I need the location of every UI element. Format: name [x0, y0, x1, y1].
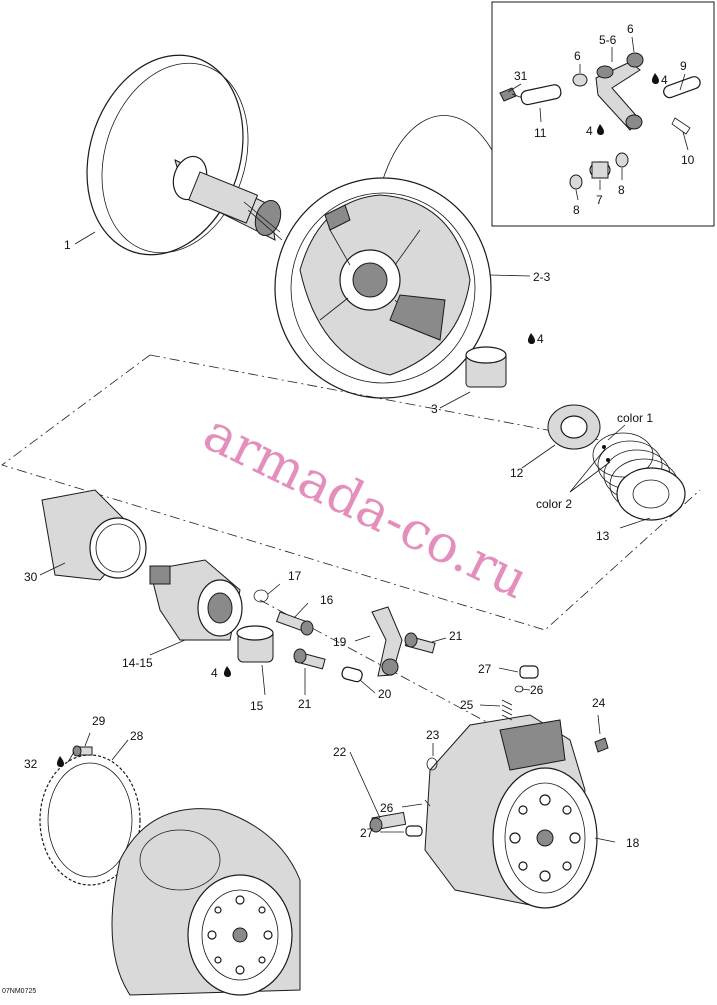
callout-11: 11 — [534, 126, 547, 140]
callout-17: 17 — [288, 569, 302, 583]
nut-24 — [594, 737, 609, 753]
screw-21a — [404, 632, 436, 654]
oil-drop-icon — [651, 73, 659, 85]
leader-lines — [39, 36, 689, 843]
spring-seat-12 — [547, 404, 601, 450]
callout-color-2: color 2 — [536, 497, 572, 511]
pin-20 — [341, 666, 363, 683]
bushing-3 — [465, 346, 507, 388]
movable-sheave-cover — [274, 177, 492, 399]
callout-20: 20 — [378, 687, 392, 701]
callout-29: 29 — [92, 714, 106, 728]
callout-8a: 8 — [618, 183, 625, 197]
callout-18: 18 — [626, 836, 640, 850]
roller-19 — [371, 606, 403, 677]
callout-15: 15 — [250, 699, 264, 713]
callout-21a: 21 — [449, 629, 463, 643]
callout-26a: 26 — [530, 683, 544, 697]
spring-25 — [501, 699, 513, 721]
bolt-22 — [369, 811, 407, 833]
bolt-31 — [499, 87, 517, 102]
inset-parts — [499, 52, 701, 190]
callout-23: 23 — [426, 728, 440, 742]
callout-9: 9 — [680, 59, 687, 73]
callout-labels: 1 2-3 3 4 4 4 4 5-6 6 6 7 8 8 9 10 11 12… — [24, 22, 695, 850]
diagram-code: 07NM0725 — [2, 988, 36, 995]
callout-4b: 4 — [211, 666, 218, 680]
callout-5-6: 5-6 — [599, 33, 617, 47]
callout-19: 19 — [333, 635, 347, 649]
pin-27b — [405, 825, 423, 837]
callout-color-1: color 1 — [617, 411, 653, 425]
pin-11 — [520, 84, 562, 106]
oil-drop-icon — [596, 124, 604, 136]
lubricant-drop-icons — [56, 73, 659, 768]
bolt-16 — [275, 611, 314, 636]
callout-3: 3 — [431, 402, 438, 416]
oil-drop-icon — [56, 756, 64, 768]
watermark: armada-co.ru — [194, 403, 537, 611]
clip-26a — [514, 685, 524, 693]
callout-21b: 21 — [298, 697, 312, 711]
washer-17 — [253, 589, 269, 603]
callout-28: 28 — [130, 729, 144, 743]
callout-6a: 6 — [574, 49, 581, 63]
washer-6b — [626, 52, 644, 68]
callout-2-3: 2-3 — [533, 270, 551, 284]
spider-14-15 — [149, 559, 243, 641]
callout-27a: 27 — [478, 662, 492, 676]
axis-line-1 — [1, 354, 701, 631]
callout-8b: 8 — [573, 203, 580, 217]
sleeve-30 — [41, 489, 147, 581]
bushing-15 — [236, 625, 274, 663]
callout-4a: 4 — [537, 332, 544, 346]
callout-26b: 26 — [380, 801, 394, 815]
callout-12: 12 — [510, 466, 524, 480]
callout-6b: 6 — [627, 22, 634, 36]
callout-7: 7 — [596, 193, 603, 207]
fixed-sheave — [86, 54, 283, 256]
washer-8a — [615, 152, 629, 168]
axis-line-2 — [149, 354, 601, 441]
assembly-18 — [424, 714, 598, 909]
callout-25: 25 — [460, 698, 474, 712]
oil-drop-icon — [527, 333, 535, 345]
callout-30: 30 — [24, 570, 38, 584]
clip-10 — [671, 117, 691, 135]
callout-24: 24 — [592, 696, 606, 710]
callout-13: 13 — [596, 529, 610, 543]
callout-4c: 4 — [661, 73, 668, 87]
washer-23 — [426, 757, 438, 771]
washer-8b — [569, 174, 583, 190]
callout-31: 31 — [514, 69, 528, 83]
callout-22: 22 — [333, 745, 347, 759]
callout-32: 32 — [24, 757, 38, 771]
pin-27a — [519, 665, 539, 679]
callout-27b: 27 — [360, 826, 374, 840]
callout-1: 1 — [64, 238, 71, 252]
detail-inset-frame — [491, 1, 715, 227]
clip-26b — [424, 799, 431, 807]
oil-drop-icon — [223, 666, 231, 678]
spring-13 — [592, 432, 686, 521]
bolt-29 — [72, 745, 93, 757]
callout-14-15: 14-15 — [122, 656, 153, 670]
clutch-assembly-bottom — [111, 808, 301, 996]
callout-10: 10 — [681, 153, 695, 167]
callout-4d: 4 — [586, 124, 593, 138]
screw-21b — [293, 648, 326, 670]
callout-16: 16 — [320, 593, 334, 607]
pin-9 — [663, 76, 701, 99]
washer-6a — [572, 73, 588, 87]
